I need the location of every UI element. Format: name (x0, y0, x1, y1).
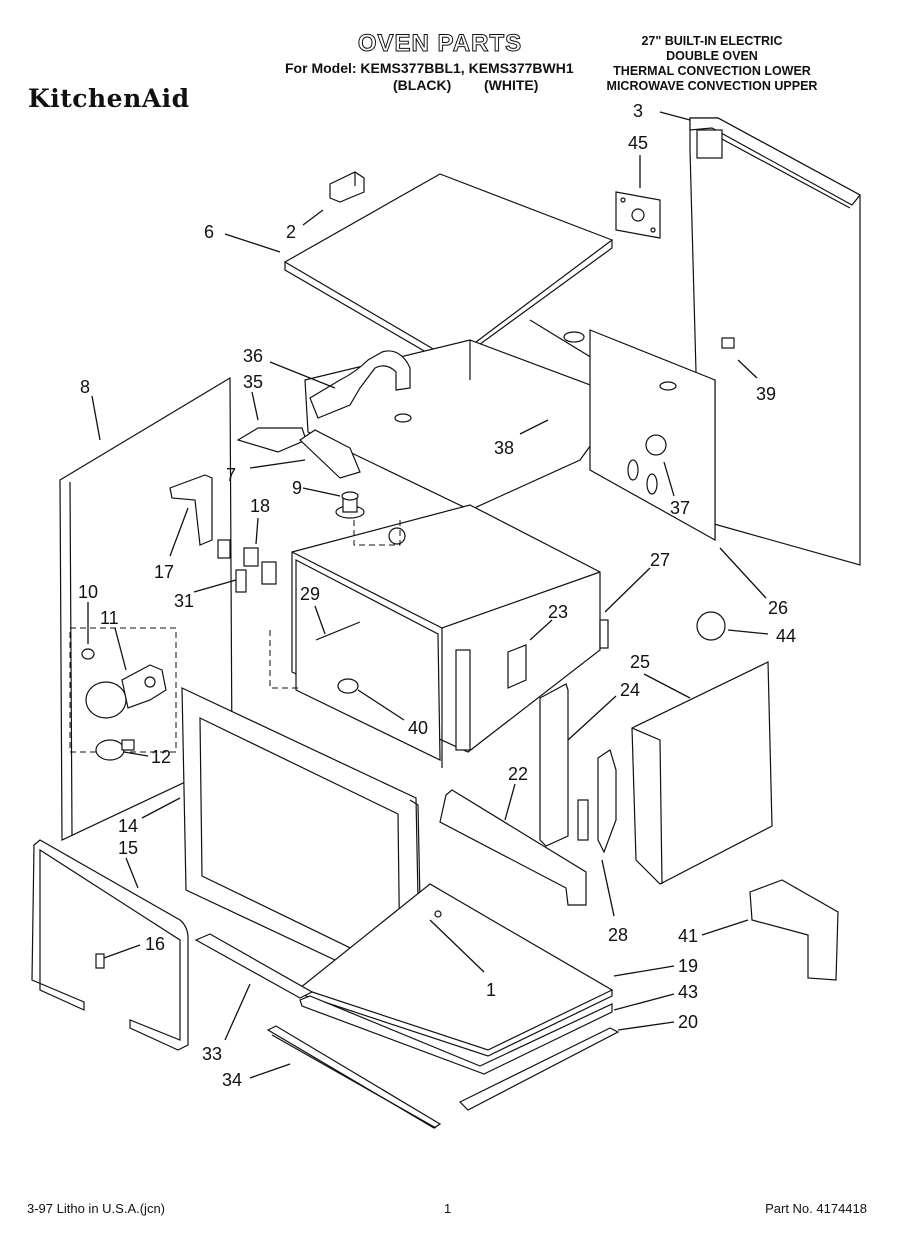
callout-26: 26 (768, 598, 788, 618)
part-cover-40 (337, 678, 359, 694)
part-thermostat-9 (335, 491, 365, 519)
oven-description-line: THERMAL CONVECTION LOWER (613, 64, 811, 78)
part-switch-18 (217, 539, 277, 585)
part-top-panel (283, 173, 614, 367)
callout-10: 10 (78, 582, 98, 602)
part-number: Part No. 4174418 (765, 1201, 867, 1216)
callout-41: 41 (678, 926, 698, 946)
callout-29: 29 (300, 584, 320, 604)
part-strip-20 (458, 1027, 620, 1111)
part-plate-23 (507, 644, 527, 689)
callout-28: 28 (608, 925, 628, 945)
part-strip-43 (299, 995, 613, 1075)
part-bracket-2 (329, 171, 365, 203)
callout-37: 37 (670, 498, 690, 518)
callout-33: 33 (202, 1044, 222, 1064)
callout-labels: 3 45 2 6 39 36 35 8 38 7 37 9 18 17 31 2… (78, 101, 796, 1090)
part-vent-duct (309, 350, 412, 423)
callout-2: 2 (286, 222, 296, 242)
callout-27: 27 (650, 550, 670, 570)
oven-description-line: DOUBLE OVEN (666, 49, 758, 63)
callout-6: 6 (204, 222, 214, 242)
part-rail-22 (439, 789, 587, 906)
callout-39: 39 (756, 384, 776, 404)
part-light-bulb-12 (95, 739, 135, 761)
part-switch-31 (235, 569, 247, 593)
callout-38: 38 (494, 438, 514, 458)
callout-19: 19 (678, 956, 698, 976)
part-clip-39 (721, 337, 735, 349)
part-grille-34 (266, 1025, 442, 1129)
callout-16: 16 (145, 934, 165, 954)
part-bracket-41 (749, 879, 839, 981)
part-hinge-bracket-24 (539, 683, 569, 847)
part-side-panel-right (689, 117, 861, 566)
part-baffle-7 (299, 429, 361, 479)
callout-7: 7 (226, 465, 236, 485)
kitchenaid-logo: KitchenAid (28, 84, 190, 113)
part-bracket-45 (615, 191, 661, 239)
callout-14: 14 (118, 816, 138, 836)
callout-35: 35 (243, 372, 263, 392)
callout-22: 22 (508, 764, 528, 784)
print-info: 3-97 Litho in U.S.A.(jcn) (27, 1201, 166, 1216)
callout-9: 9 (292, 478, 302, 498)
part-cavity-top (304, 319, 716, 542)
part-door-gasket (31, 839, 189, 1051)
callout-8: 8 (80, 377, 90, 397)
part-element-29 (315, 621, 361, 641)
white-model-label: (WHITE) (484, 77, 539, 93)
part-door-panel-25 (631, 661, 773, 885)
part-oven-cavity (291, 504, 609, 768)
part-hinge-28 (577, 749, 617, 854)
callout-15: 15 (118, 838, 138, 858)
callout-34: 34 (222, 1070, 242, 1090)
callout-12: 12 (151, 747, 171, 767)
callout-3: 3 (633, 101, 643, 121)
part-trim-33 (194, 933, 314, 999)
page-title: OVEN PARTS (357, 30, 523, 58)
callout-40: 40 (408, 718, 428, 738)
part-clip-16 (95, 953, 105, 969)
black-model-label: (BLACK) (393, 77, 452, 93)
callout-17: 17 (154, 562, 174, 582)
callout-11: 11 (100, 608, 119, 628)
model-numbers: For Model: KEMS377BBL1, KEMS377BWH1 (285, 60, 574, 76)
callout-arrows (87, 111, 769, 1079)
callout-36: 36 (243, 346, 263, 366)
callout-43: 43 (678, 982, 698, 1002)
callout-20: 20 (678, 1012, 698, 1032)
callout-1: 1 (486, 980, 496, 1000)
callout-25: 25 (630, 652, 650, 672)
oven-description-line: MICROWAVE CONVECTION UPPER (606, 79, 818, 93)
callout-23: 23 (548, 602, 568, 622)
part-gasket-44 (696, 611, 726, 641)
callout-18: 18 (250, 496, 270, 516)
page-number: 1 (444, 1201, 452, 1216)
part-bracket-17 (169, 474, 213, 546)
callout-24: 24 (620, 680, 640, 700)
part-bracket-35 (236, 427, 307, 453)
oven-description-line: 27" BUILT-IN ELECTRIC (641, 34, 783, 48)
callout-45: 45 (628, 133, 648, 153)
callout-44: 44 (776, 626, 796, 646)
callout-31: 31 (174, 591, 194, 611)
